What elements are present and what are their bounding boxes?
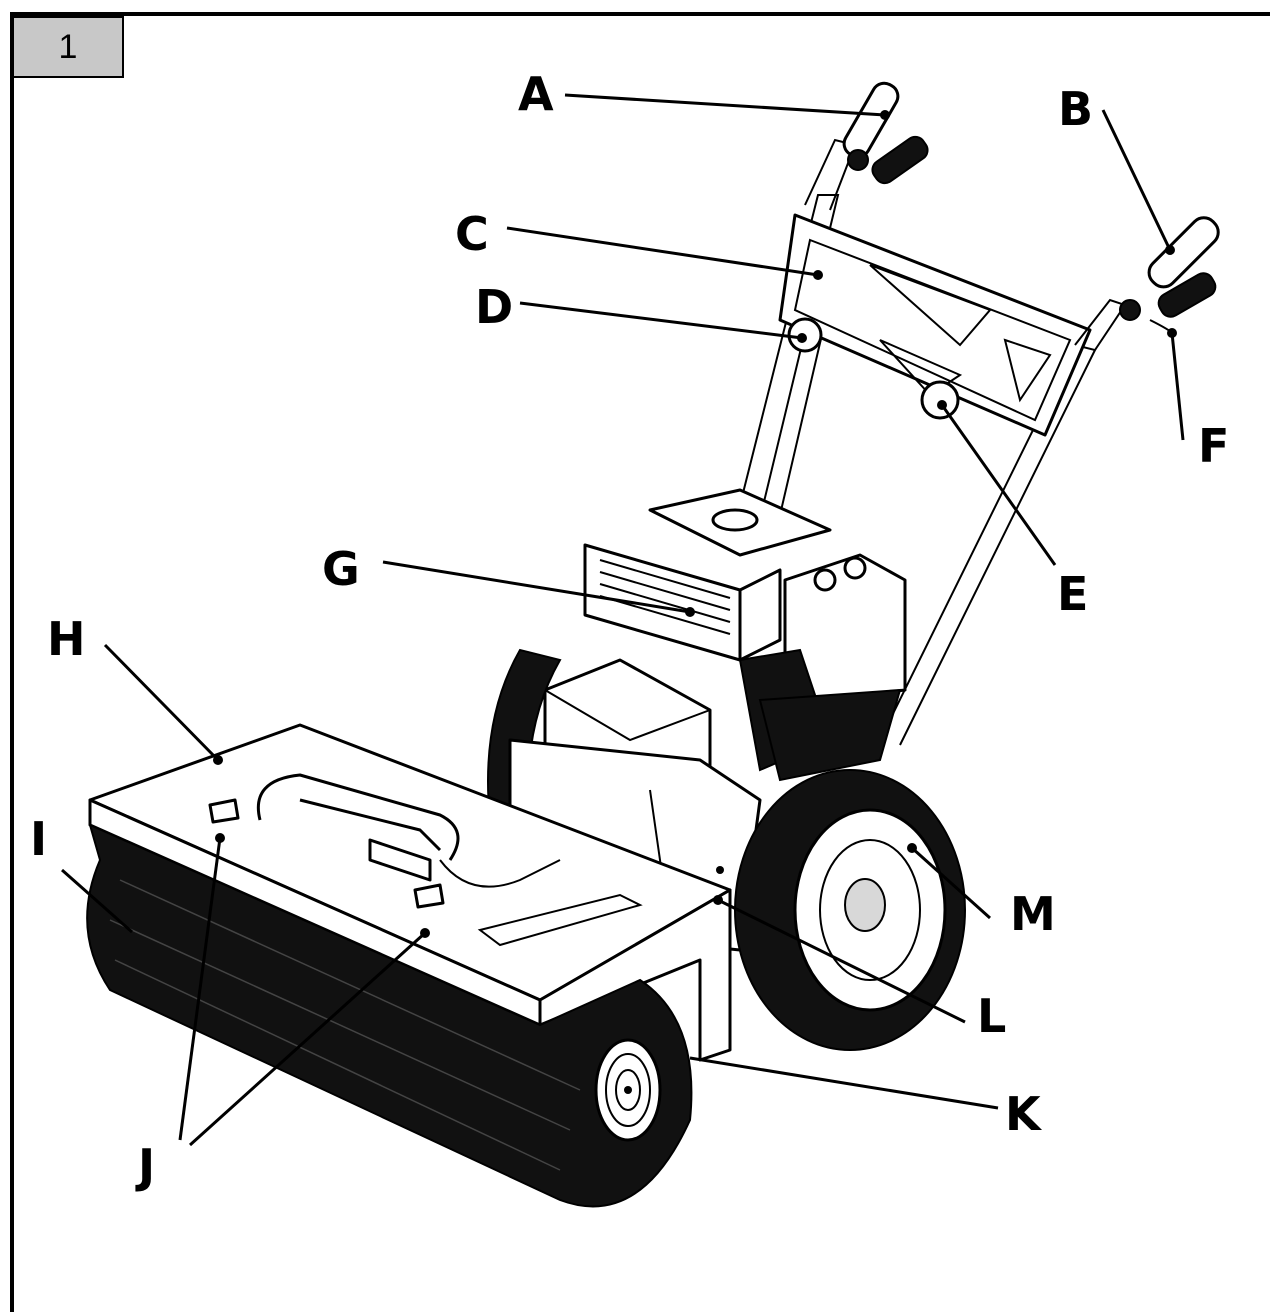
leader-f [1170, 332, 1185, 441]
leader-j-1 [178, 837, 222, 1141]
leader-lines [61, 93, 1185, 1147]
callout-m: M [1010, 887, 1056, 941]
brush [86, 823, 693, 1208]
leader-a [564, 93, 886, 117]
leader-k [689, 1056, 999, 1110]
handle-frame [739, 138, 1127, 746]
leader-i [61, 868, 133, 934]
callout-c: C [455, 207, 489, 261]
callout-a: A [518, 67, 554, 121]
figure-frame [10, 12, 1270, 1312]
leader-g [382, 560, 691, 614]
callout-e: E [1057, 567, 1088, 621]
callout-g: G [322, 542, 360, 596]
leader-b [1101, 109, 1172, 251]
callout-l: L [977, 989, 1006, 1043]
leader-d [519, 301, 803, 340]
callout-b: B [1058, 82, 1093, 136]
leader-l [717, 898, 966, 1024]
knob-e [920, 380, 960, 420]
right-wheel [734, 769, 966, 1051]
right-grips [1119, 216, 1220, 336]
callout-j: J [135, 1139, 155, 1193]
left-grips [842, 81, 929, 185]
leader-e [940, 404, 1057, 566]
machine-diagram: A B C D E F G H I J K L M [30, 67, 1229, 1208]
leader-m [910, 846, 992, 920]
brush-housing [88, 723, 732, 1062]
callout-k: K [1005, 1087, 1043, 1141]
leader-c [506, 226, 819, 277]
callout-dots [213, 110, 1177, 938]
leader-j-2 [188, 931, 427, 1147]
callout-labels: A B C D E F G H I J K L M [30, 67, 1229, 1193]
leader-h [103, 643, 220, 762]
figure-number: 1 [12, 16, 124, 78]
brush-bristle-texture [109, 879, 581, 1171]
callout-d: D [475, 280, 513, 334]
callout-h: H [47, 612, 86, 666]
callout-f: F [1198, 419, 1229, 473]
housing-clamps [208, 798, 445, 909]
callout-i: I [30, 812, 47, 866]
machine-illustration [86, 81, 1220, 1208]
